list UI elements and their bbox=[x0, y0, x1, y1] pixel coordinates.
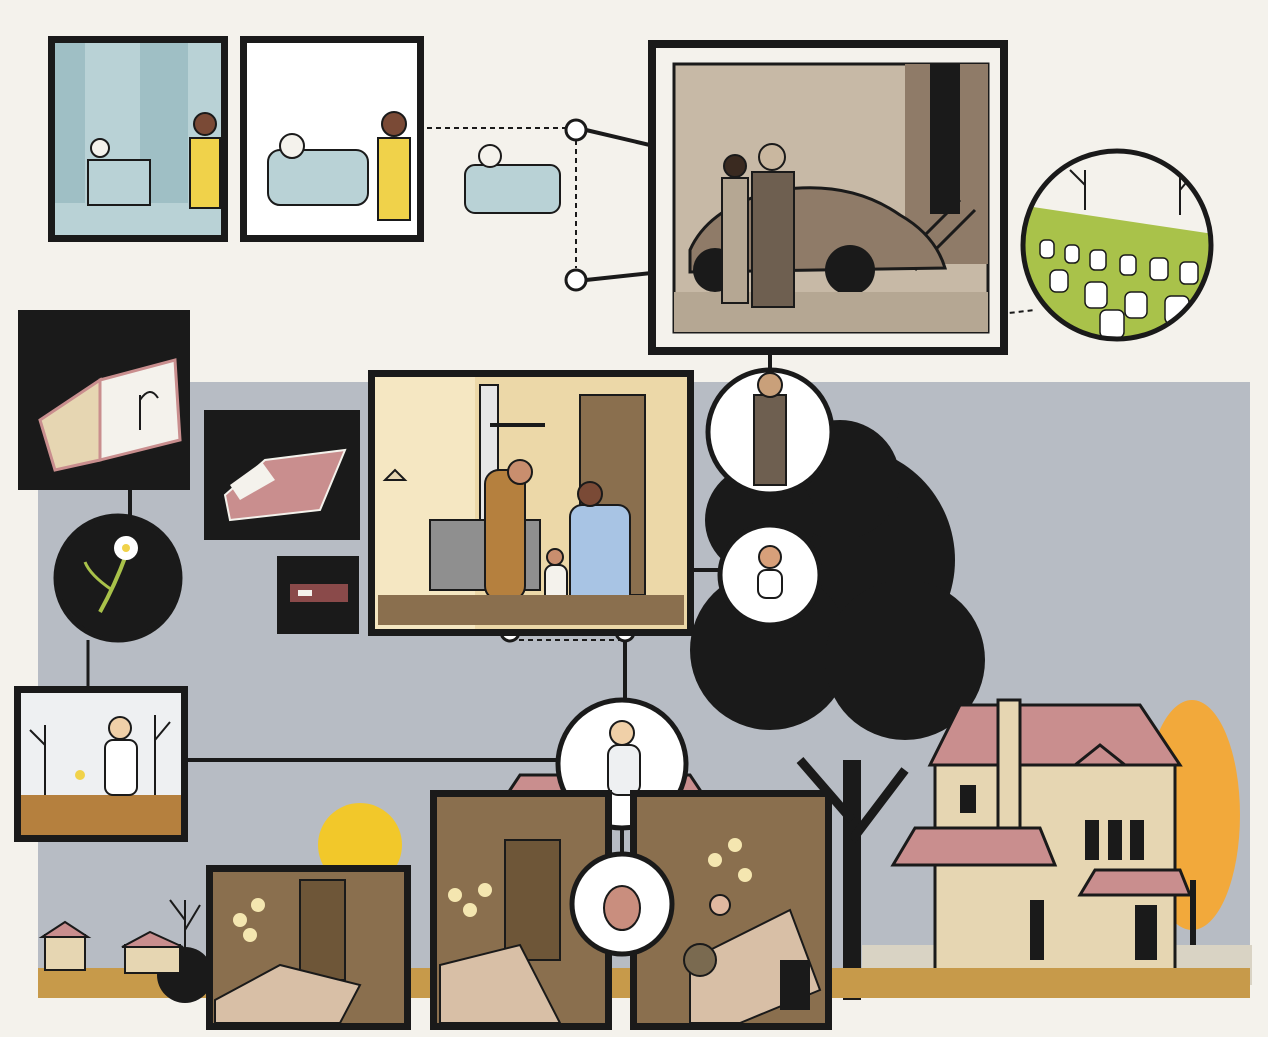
flower-icon bbox=[114, 536, 138, 560]
panel-closed-book bbox=[277, 556, 359, 634]
soldier-icon bbox=[754, 395, 786, 485]
panel-open-book bbox=[18, 310, 190, 490]
medallion-infant bbox=[572, 854, 672, 954]
baby-icon bbox=[758, 570, 782, 598]
nurse-icon bbox=[190, 138, 220, 208]
panel-pink-book bbox=[204, 410, 360, 540]
medallion-flower bbox=[56, 516, 180, 640]
hospital-bed-icon bbox=[268, 150, 368, 205]
panel-soldier-and-woman-by-car bbox=[648, 40, 1008, 355]
medallion-baby bbox=[720, 525, 820, 625]
flower-icon bbox=[75, 770, 85, 780]
panel-girl-picking-flowers bbox=[14, 686, 188, 842]
medallion-soldier bbox=[708, 370, 832, 494]
hospital-bed-icon bbox=[88, 160, 150, 205]
girl-icon bbox=[608, 745, 640, 795]
nurse-icon bbox=[378, 138, 410, 220]
panel-hospital-room bbox=[48, 36, 228, 242]
panel-kitchen-scene bbox=[368, 370, 694, 636]
panel-patient-and-nurse bbox=[240, 36, 424, 242]
girl-icon bbox=[105, 740, 137, 795]
infant-icon bbox=[604, 886, 640, 930]
door-icon bbox=[505, 840, 560, 960]
soldier-icon bbox=[752, 172, 794, 307]
panel-dining-room-empty bbox=[206, 865, 411, 1030]
